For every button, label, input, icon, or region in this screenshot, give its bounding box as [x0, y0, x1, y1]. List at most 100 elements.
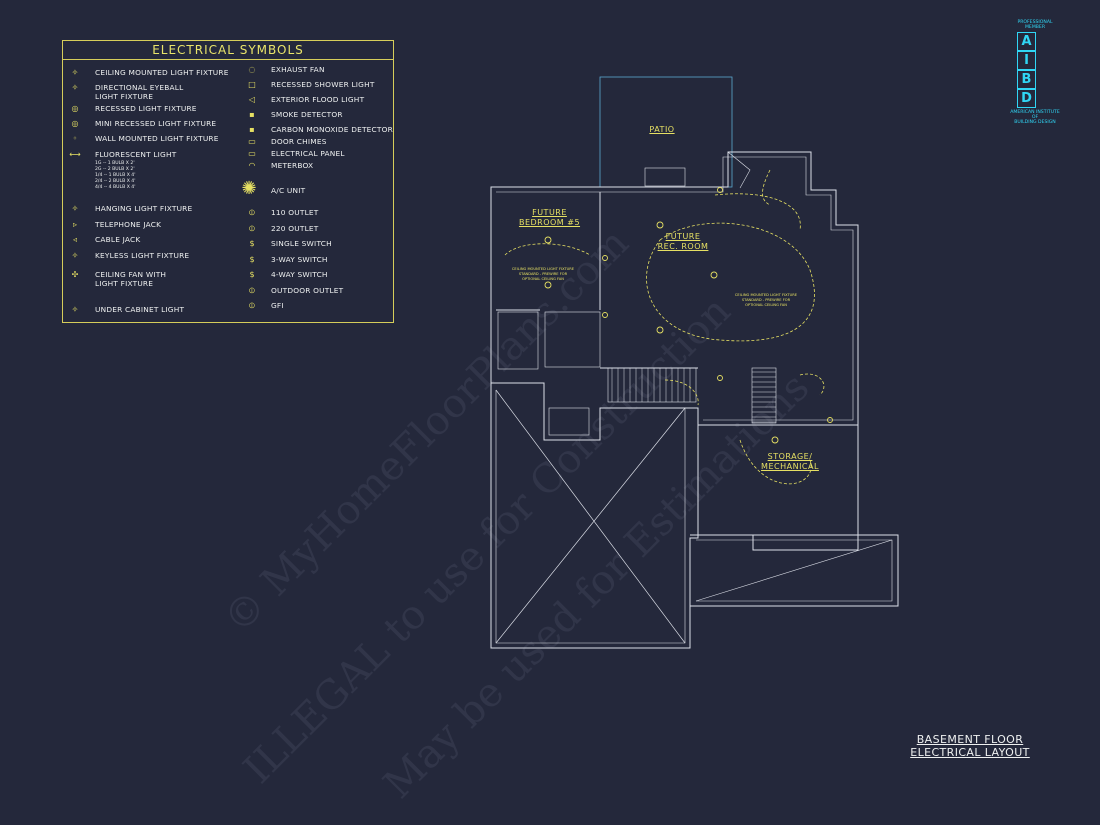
legend-symbol-icon: ✧ [71, 251, 79, 260]
legend-symbol-icon: $ [249, 239, 255, 248]
legend-item-label: MINI RECESSED LIGHT FIXTURE [95, 119, 217, 128]
ceiling-light-fixture [771, 436, 779, 444]
mech-unit [644, 167, 686, 187]
legend-item-label: 220 OUTLET [271, 224, 319, 233]
legend-item-label: 3-WAY SWITCH [271, 255, 328, 264]
upper-floor-walls-inner [496, 156, 854, 421]
ceiling-light-fixture [656, 326, 664, 334]
legend-symbol-icon: ◃ [72, 235, 77, 244]
ceiling-light-fixture [544, 236, 552, 244]
circuit-stairs [664, 379, 699, 406]
legend-symbol-icon: ⦶ [249, 301, 255, 310]
legend-item-label: WALL MOUNTED LIGHT FIXTURE [95, 134, 219, 143]
closet [497, 311, 539, 370]
ceiling-light-fixture [602, 255, 608, 261]
ceiling-light-fixture [717, 375, 723, 381]
drawing-title: BASEMENT FLOOR ELECTRICAL LAYOUT [910, 733, 1030, 759]
legend-symbol-icon: ▪ [249, 125, 255, 134]
circuit-rec-room-2 [714, 193, 801, 231]
legend-item-label: DIRECTIONAL EYEBALL LIGHT FIXTURE [95, 83, 184, 101]
legend-item-label: KEYLESS LIGHT FIXTURE [95, 251, 190, 260]
legend-item-label: RECESSED SHOWER LIGHT [271, 80, 375, 89]
legend-item-label: RECESSED LIGHT FIXTURE [95, 104, 197, 113]
badge-top-text: PROFESSIONAL MEMBER [1017, 20, 1053, 30]
legend-item-label: EXTERIOR FLOOD LIGHT [271, 95, 365, 104]
electrical-symbols-legend: ELECTRICAL SYMBOLS ✧ CEILING MOUNTED LIGH… [62, 40, 394, 323]
legend-symbol-icon: ⟷ [69, 150, 81, 159]
room-label-rec-room: FUTURE REC. ROOM [657, 232, 709, 251]
legend-item-label: 110 OUTLET [271, 208, 319, 217]
entry-door [727, 151, 751, 189]
note-bedroom-fan: CEILING MOUNTED LIGHT FIXTURE STANDARD -… [511, 267, 575, 281]
legend-symbol-icon: ✣ [71, 270, 79, 279]
fluorescent-size-label: 1/4 -- 1 BULB X 4' [95, 173, 136, 178]
circuit-bedroom [504, 243, 591, 256]
legend-symbol-icon: ⦶ [249, 224, 255, 233]
legend-symbol-icon: ✧ [71, 68, 79, 77]
legend-symbol-icon: ◁ [248, 95, 256, 104]
badge-letters: A I B D [1017, 32, 1053, 108]
legend-symbol-icon: ▪ [249, 110, 255, 119]
legend-symbol-icon: ▭ [248, 149, 256, 158]
legend-symbol-icon: ▹ [72, 220, 77, 229]
legend-item-label: CARBON MONOXIDE DETECTOR [271, 125, 393, 134]
porch-inner [696, 539, 893, 602]
badge-letter: D [1017, 89, 1036, 108]
stairs-2 [751, 367, 777, 424]
stairs [607, 367, 697, 403]
note-rec-fan: CEILING MOUNTED LIGHT FIXTURE STANDARD -… [734, 293, 798, 307]
legend-item-label: SMOKE DETECTOR [271, 110, 343, 119]
legend-symbol-icon: ◦ [72, 134, 78, 143]
badge-letter: I [1017, 51, 1036, 70]
room-label-storage: STORAGE/ MECHANICAL [761, 452, 819, 471]
circuit-mech [799, 373, 825, 396]
legend-symbol-icon: ⦶ [249, 286, 255, 295]
bath-tub [548, 407, 590, 436]
legend-title: ELECTRICAL SYMBOLS [63, 41, 393, 60]
circuit-storage [739, 439, 812, 485]
legend-item-label: GFI [271, 301, 284, 310]
aibd-badge: PROFESSIONAL MEMBER A I B D AMERICAN INS… [1010, 20, 1060, 125]
ceiling-light-fixture [544, 281, 552, 289]
legend-item-label: ELECTRICAL PANEL [271, 149, 345, 158]
room-label-patio: PATIO [649, 125, 675, 134]
ceiling-light-fixture [710, 271, 718, 279]
legend-item-label: FLUORESCENT LIGHT [95, 150, 177, 159]
legend-symbol-icon: $ [249, 255, 255, 264]
fluorescent-size-label: 4/4 -- 4 BULB X 4' [95, 185, 136, 190]
fluorescent-size-label: 2/4 -- 2 BULB X 4' [95, 179, 136, 184]
legend-symbol-icon: $ [249, 270, 255, 279]
legend-symbol-icon: ◌ [248, 65, 256, 74]
closet-2 [544, 311, 601, 368]
fluorescent-size-label: 1G -- 1 BULB X 2' [95, 161, 135, 166]
legend-item-label: EXHAUST FAN [271, 65, 325, 74]
badge-letter: B [1017, 70, 1036, 89]
legend-item-label: CEILING FAN WITH LIGHT FIXTURE [95, 270, 167, 288]
legend-item-label: DOOR CHIMES [271, 137, 327, 146]
circuit-entry [762, 169, 771, 206]
unexcavated-x [495, 407, 686, 644]
legend-item-label: SINGLE SWITCH [271, 239, 332, 248]
ceiling-light-fixture [656, 221, 664, 229]
legend-item-label: CEILING MOUNTED LIGHT FIXTURE [95, 68, 229, 77]
unexcavated-inner [495, 390, 686, 644]
porch-diagonal [695, 539, 893, 602]
legend-symbol-icon: ✧ [71, 305, 79, 314]
legend-item-label: OUTDOOR OUTLET [271, 286, 344, 295]
ceiling-light-fixture [717, 187, 723, 193]
ceiling-light-fixture [827, 417, 833, 423]
legend-symbol-icon: ◎ [71, 104, 79, 113]
legend-item-label: A/C UNIT [271, 186, 306, 195]
unexcavated-x [495, 389, 686, 644]
legend-item-label: CABLE JACK [95, 235, 141, 244]
legend-item-label: 4-WAY SWITCH [271, 270, 328, 279]
badge-letter: A [1017, 32, 1036, 51]
legend-item-label: METERBOX [271, 161, 314, 170]
legend-symbol-icon: ▭ [248, 137, 256, 146]
porch-outline [690, 534, 899, 607]
legend-symbol-icon: ✧ [71, 204, 79, 213]
room-label-bedroom: FUTURE BEDROOM #5 [518, 208, 581, 227]
circuit-rec-room [646, 222, 815, 342]
legend-symbol-icon: ✧ [71, 83, 79, 92]
legend-symbol-icon: □ [248, 80, 256, 89]
